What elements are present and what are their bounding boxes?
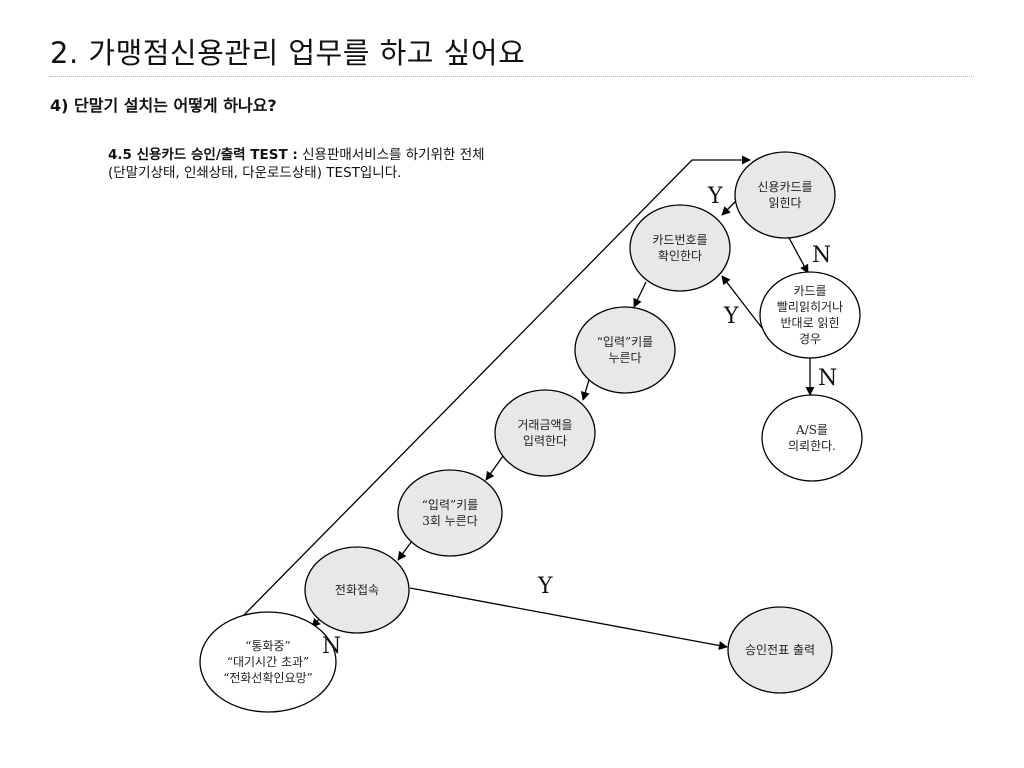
node-label-check-number: 카드번호를 [652, 233, 707, 247]
node-print-receipt: 승인전표 출력 [727, 606, 833, 694]
node-label-press-input-3: “입력”키를 [422, 498, 478, 512]
edge-fast-to-check [721, 275, 763, 329]
node-shape-busy [199, 611, 337, 713]
node-label-connect-call: 전화접속 [335, 583, 379, 597]
node-shape-check-number [629, 204, 731, 292]
edge-busy-to-read [243, 155, 751, 616]
node-label-fast-or-reverse: 경우 [799, 332, 821, 346]
node-label-read-card: 신용카드를 [757, 180, 812, 194]
edge-label-fast-to-check: Y [723, 304, 739, 329]
edge-press3-to-connect [397, 540, 413, 561]
node-shape-press-input [574, 306, 676, 394]
edge-label-fast-to-as: N [818, 366, 837, 391]
node-label-press-input-3: 3회 누른다 [422, 514, 478, 528]
node-label-print-receipt: 승인전표 출력 [745, 643, 815, 657]
node-label-read-card: 읽힌다 [768, 196, 801, 210]
node-label-press-input: “입력”키를 [597, 335, 653, 349]
node-connect-call: 전화접속 [304, 546, 410, 634]
node-label-enter-amount: 입력한다 [523, 434, 567, 448]
node-label-busy: “대기시간 초과” [227, 655, 309, 669]
node-label-check-number: 확인한다 [658, 249, 702, 263]
description-text-line2: (단말기상태, 인쇄상태, 다운로드상태) TEST입니다. [108, 165, 402, 181]
edge-read-to-fast [787, 235, 809, 274]
node-label-enter-amount: 거래금액을 [517, 418, 572, 432]
node-shape-enter-amount [494, 389, 596, 477]
node-label-busy: “전화선확인요망” [223, 671, 313, 685]
edge-connect-to-print [409, 587, 728, 650]
edge-label-connect-to-print: Y [537, 574, 553, 599]
page-title: 2. 가맹점신용관리 업무를 하고 싶어요 [50, 36, 526, 70]
edge-amount-to-press3 [485, 455, 504, 481]
node-label-request-as: A/S를 [795, 423, 828, 437]
section-heading: 4) 단말기 설치는 어떻게 하나요? [50, 96, 277, 115]
node-label-busy: “통화중” [245, 639, 290, 653]
node-shape-read-card [734, 151, 836, 239]
edge-label-connect-to-busy: N [322, 634, 341, 659]
node-shape-press-input-3 [397, 469, 503, 557]
node-label-fast-or-reverse: 빨리읽히거나 [777, 300, 843, 314]
edge-label-read-to-check: Y [707, 184, 723, 209]
node-label-request-as: 의뢰한다. [788, 439, 836, 453]
node-press-input-3: “입력”키를 3회 누른다 [397, 469, 503, 557]
title-divider [50, 76, 974, 77]
node-label-fast-or-reverse: 반대로 읽힌 [780, 316, 839, 330]
node-label-press-input: 누른다 [608, 351, 641, 365]
node-busy: “통화중” “대기시간 초과” “전화선확인요망” [199, 611, 337, 713]
node-label-fast-or-reverse: 카드를 [793, 284, 826, 298]
node-shape-request-as [761, 394, 863, 482]
edge-label-read-to-fast: N [812, 243, 831, 268]
description: 4.5 신용카드 승인/출력 TEST : 신용판매서비스를 하기위한 전체 (… [108, 146, 485, 182]
edge-check-to-press [633, 281, 647, 308]
description-text-line1: 신용판매서비스를 하기위한 전체 [297, 147, 485, 163]
description-label: 4.5 신용카드 승인/출력 TEST : [108, 147, 298, 163]
node-shape-connect-call [304, 546, 410, 634]
node-shape-print-receipt [727, 606, 833, 694]
node-shape-fast-or-reverse [759, 271, 861, 359]
